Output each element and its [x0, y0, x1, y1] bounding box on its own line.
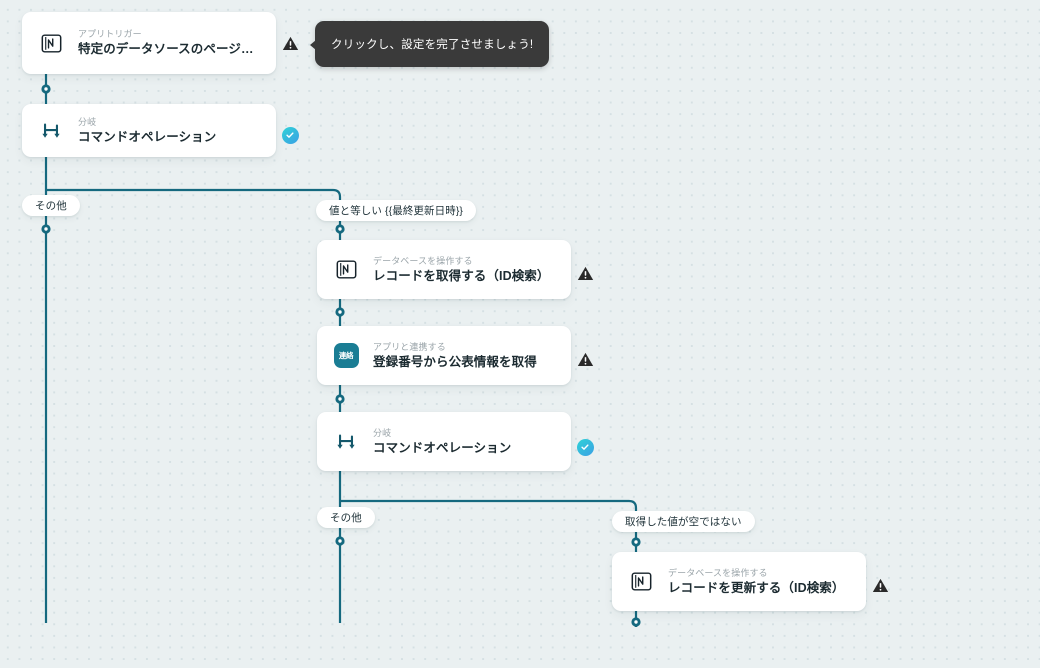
branch-label-other-2[interactable]: その他	[317, 507, 375, 528]
tooltip-arrow	[310, 40, 316, 50]
branch-label-text: その他	[330, 512, 362, 524]
check-icon	[576, 438, 594, 456]
warning-icon-get-record[interactable]	[576, 264, 594, 282]
branch-label-equals[interactable]: 値と等しい {{最終更新日時}}	[316, 200, 477, 221]
renkei-icon-label: 連絡	[333, 343, 359, 368]
node-caption: 分岐	[78, 116, 97, 127]
node-caption: アプリトリガー	[78, 29, 142, 39]
warning-icon-get-public-info[interactable]	[576, 350, 594, 368]
branch-label-other-1[interactable]: その他	[22, 195, 80, 216]
branch-label-text: 値と等しい {{最終更新日時}}	[329, 205, 464, 217]
notion-icon	[333, 257, 359, 283]
node-caption: データベースを操作する	[373, 255, 473, 266]
branch-label-text: その他	[35, 200, 67, 212]
tooltip-text: クリックし、設定を完了させましょう!	[331, 39, 534, 51]
warning-icon-update-record[interactable]	[871, 576, 889, 594]
node-card-get-record[interactable]: データベースを操作する レコードを取得する（ID検索）	[317, 240, 571, 299]
node-title: レコードを更新する（ID検索）	[668, 580, 845, 595]
check-badge-branch-1[interactable]	[281, 126, 299, 144]
node-card-trigger[interactable]: アプリトリガー 特定のデータソースのページが作成・…	[22, 12, 276, 74]
branch-label-text: 取得した値が空ではない	[625, 516, 742, 528]
node-title: コマンドオペレーション	[373, 440, 512, 455]
branch-label-not-empty[interactable]: 取得した値が空ではない	[612, 511, 755, 532]
edge-branch1-to-match	[46, 188, 342, 212]
branch-icon	[38, 118, 64, 144]
edge-branch2-to-notempty	[340, 499, 638, 523]
onboarding-tooltip[interactable]: クリックし、設定を完了させましょう!	[310, 21, 550, 67]
node-title: コマンドオペレーション	[78, 129, 217, 144]
notion-icon	[38, 30, 64, 56]
node-title: 登録番号から公表情報を取得	[373, 354, 537, 369]
check-badge-branch-2[interactable]	[576, 438, 594, 456]
branch-icon	[333, 429, 359, 455]
check-icon	[281, 126, 299, 144]
node-caption: データベースを操作する	[668, 567, 768, 578]
node-card-branch-2[interactable]: 分岐 コマンドオペレーション	[317, 412, 571, 471]
notion-icon	[628, 569, 654, 595]
node-card-branch-1[interactable]: 分岐 コマンドオペレーション	[22, 104, 276, 157]
node-title: レコードを取得する（ID検索）	[373, 268, 550, 283]
node-caption: アプリと連携する	[373, 341, 446, 352]
node-card-update-record[interactable]: データベースを操作する レコードを更新する（ID検索）	[612, 552, 866, 611]
renkei-icon: 連絡	[333, 343, 359, 369]
node-title: 特定のデータソースのページが作成・…	[78, 42, 260, 56]
node-caption: 分岐	[373, 427, 392, 438]
node-card-get-public-info[interactable]: 連絡 アプリと連携する 登録番号から公表情報を取得	[317, 326, 571, 385]
warning-icon-trigger[interactable]	[281, 34, 299, 52]
